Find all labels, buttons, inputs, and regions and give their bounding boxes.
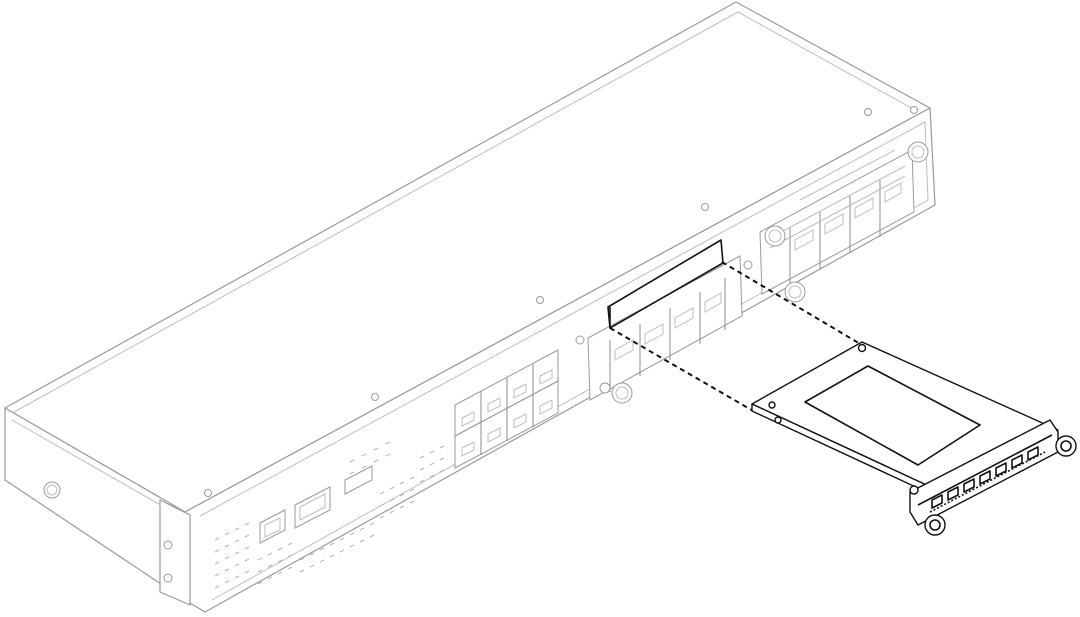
guide-line-upper [721, 261, 863, 346]
thumb-screw-icon [784, 281, 806, 303]
thumb-screw-icon [599, 382, 611, 394]
switch-chassis [4, 1, 936, 613]
module-bay-middle [575, 255, 743, 404]
thumb-screw-icon [907, 141, 929, 163]
side-power-button [43, 481, 61, 499]
module-label-area [804, 365, 981, 466]
module-screw-hole [774, 416, 782, 424]
top-screw-icon [910, 106, 918, 114]
expansion-module [751, 341, 1077, 536]
top-screw-icon [864, 108, 872, 116]
module-screw-hole [857, 343, 867, 353]
module-screw-hole [768, 401, 776, 409]
top-screws [204, 106, 918, 497]
alignment-guides [609, 261, 863, 413]
thumb-screw-icon [611, 382, 633, 404]
module-thumb-screw-icon [924, 514, 946, 536]
top-screw-icon [701, 203, 709, 211]
top-screw-icon [204, 489, 212, 497]
top-screw-icon [536, 296, 544, 304]
left-mounting-ear [159, 499, 191, 606]
guide-line-lower [609, 327, 756, 413]
module-latch-icon [909, 485, 919, 495]
module-bay-right [743, 141, 929, 303]
top-screw-icon [371, 393, 379, 401]
status-led-block [344, 465, 373, 495]
bay-screw-icon [743, 260, 753, 270]
bay-screw-icon [575, 335, 585, 345]
thumb-screw-icon [764, 225, 786, 247]
chassis-top-bevel [13, 11, 916, 413]
ear-screw-hole-2 [163, 573, 173, 583]
front-vent-grid [214, 441, 445, 589]
ear-screw-hole-1 [163, 540, 173, 550]
module-bay-frame [587, 255, 743, 401]
module-bay-right-frame [759, 149, 915, 295]
module-thumb-screw-icon [1055, 435, 1077, 457]
sfp-port-group-left [454, 349, 559, 469]
management-ports [259, 465, 373, 544]
